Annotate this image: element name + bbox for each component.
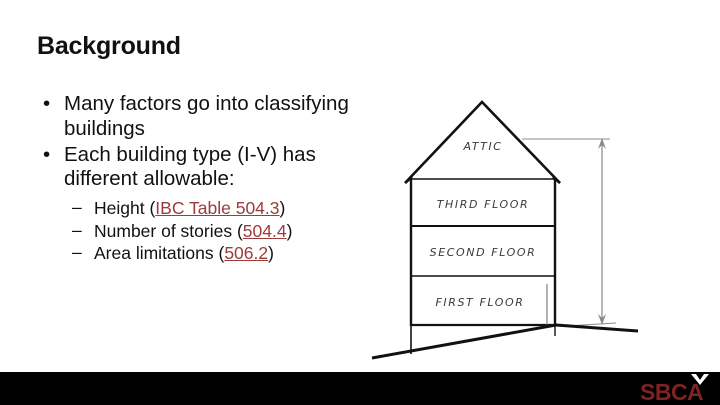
list-item: • Each building type (I-V) has different… <box>33 143 363 265</box>
list-item: – Area limitations (506.2) <box>64 242 363 265</box>
dash-marker-icon: – <box>72 219 82 240</box>
link-rest-part: 504.4 <box>242 220 287 241</box>
sub-bullet-suffix: ) <box>268 243 274 264</box>
bullet-marker-icon: • <box>43 92 51 115</box>
level-label-attic: ATTIC <box>462 140 502 153</box>
list-item: – Number of stories (504.4) <box>64 219 363 243</box>
sub-bullet-prefix: Area limitations ( <box>94 243 225 264</box>
dash-marker-icon: – <box>72 242 82 263</box>
roof-eave-left <box>404 176 413 184</box>
page-title: Background <box>37 32 181 60</box>
list-item: – Height (IBC Table 504.3) <box>64 197 363 220</box>
link-italic-part: IBC <box>155 198 185 219</box>
bullet-text: Many factors go into classifying buildin… <box>64 92 349 140</box>
link-506-2[interactable]: 506.2 <box>224 243 268 263</box>
roof-eave-right <box>552 176 561 184</box>
link-rest-part: 506.2 <box>224 243 269 264</box>
dash-marker-icon: – <box>72 197 82 218</box>
grade-line <box>371 323 639 360</box>
sbca-logo-text: SBCA <box>640 379 704 405</box>
roof-outline <box>404 100 561 184</box>
sub-bullet-suffix: ) <box>279 198 286 219</box>
link-504-4[interactable]: 504.4 <box>243 221 287 241</box>
sbca-logo: SBCA <box>640 374 712 404</box>
sub-bullet-suffix: ) <box>286 220 293 241</box>
bullet-list-level1: • Many factors go into classifying build… <box>33 92 363 265</box>
level-label-third-floor: THIRD FLOOR <box>437 198 530 211</box>
arrowhead-up-icon <box>598 138 606 149</box>
link-rest-part: Table 504.3 <box>184 198 280 219</box>
sub-bullet-prefix: Number of stories ( <box>94 220 243 241</box>
triangle-notch-icon <box>696 374 704 380</box>
link-ibc-table-504-3[interactable]: IBC Table 504.3 <box>155 198 279 218</box>
level-label-second-floor: SECOND FLOOR <box>430 246 537 259</box>
bullet-marker-icon: • <box>43 142 51 166</box>
sub-bullet-prefix: Height ( <box>94 198 156 219</box>
building-section-svg: ATTIC THIRD FLOOR SECOND FLOOR FIRST FLO… <box>371 100 639 360</box>
arrowhead-down-icon <box>598 314 606 325</box>
level-label-first-floor: FIRST FLOOR <box>435 296 524 309</box>
content-body: • Many factors go into classifying build… <box>33 92 363 266</box>
footer-band <box>0 372 720 405</box>
bullet-list-level2: – Height (IBC Table 504.3) – Number of s… <box>64 197 363 265</box>
building-section-diagram: ATTIC THIRD FLOOR SECOND FLOOR FIRST FLO… <box>370 86 660 361</box>
bullet-text: Each building type (I-V) has different a… <box>64 142 316 191</box>
list-item: • Many factors go into classifying build… <box>33 92 363 142</box>
